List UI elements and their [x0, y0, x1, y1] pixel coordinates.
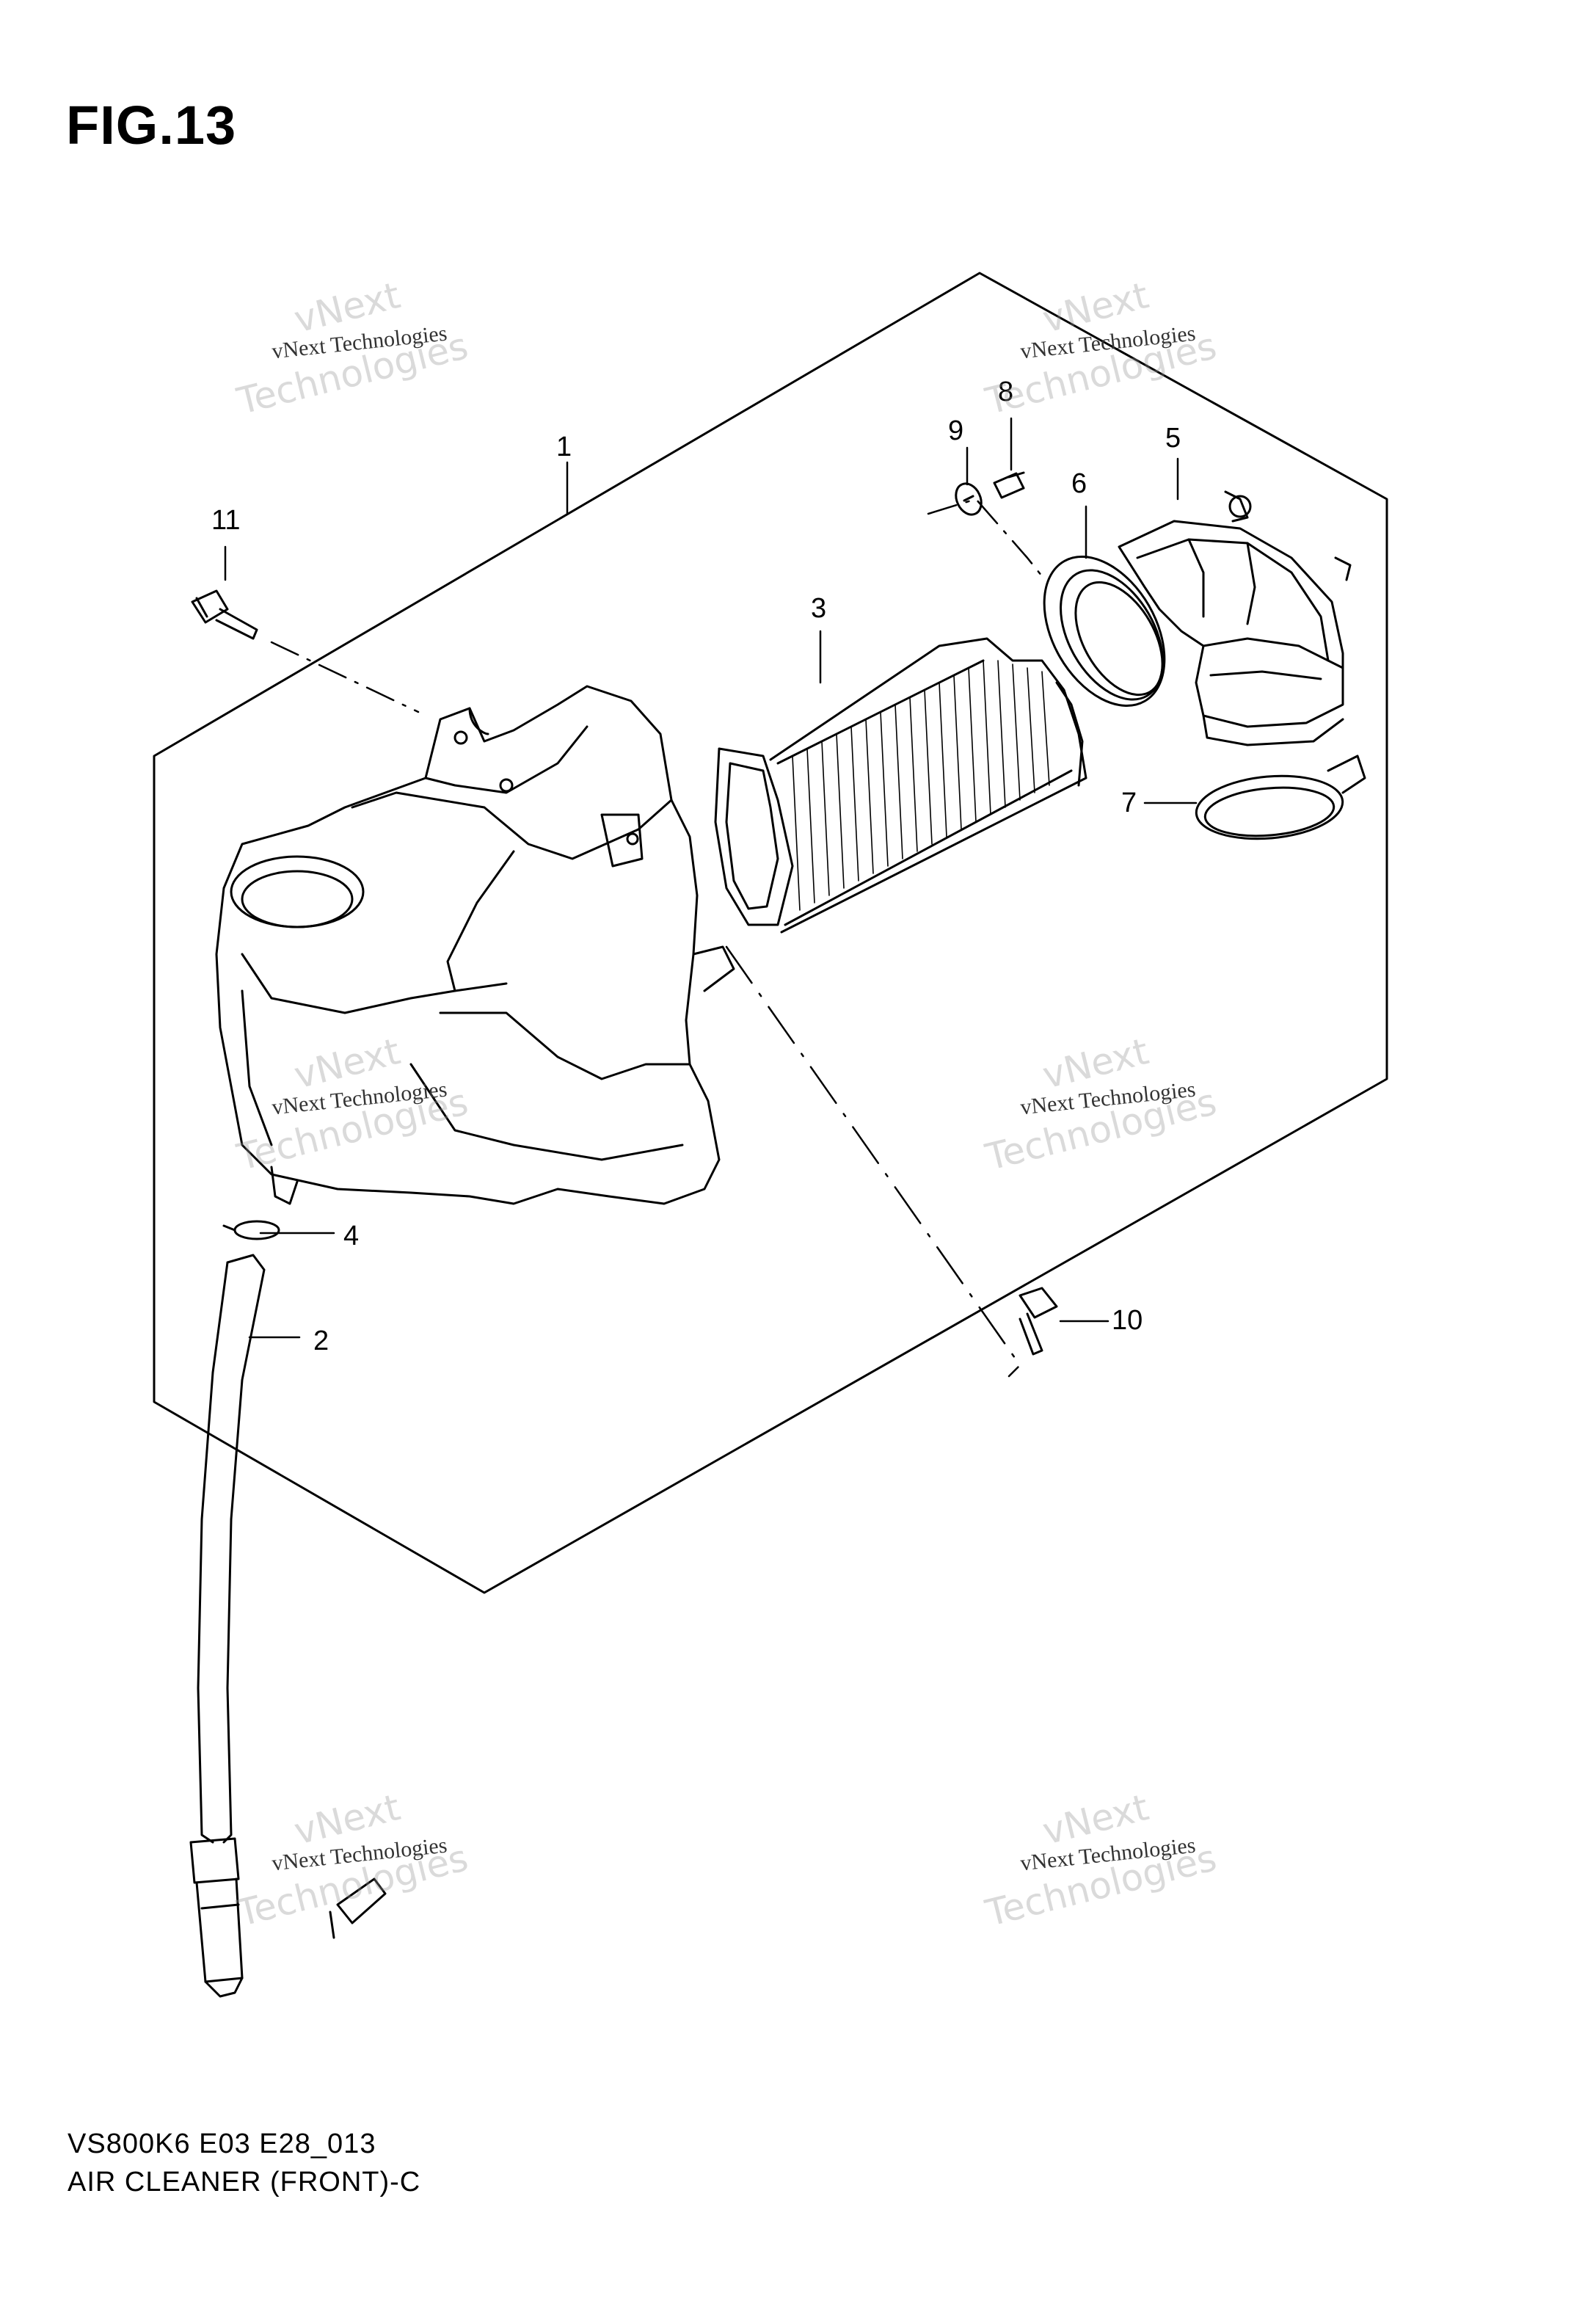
callout-8: 8	[998, 377, 1014, 407]
callout-4: 4	[343, 1221, 360, 1251]
callout-5: 5	[1165, 423, 1181, 454]
callout-2: 2	[313, 1326, 329, 1356]
screw-10	[1019, 1287, 1058, 1356]
assembly-boundary	[153, 272, 1388, 1594]
callout-10: 10	[1112, 1305, 1143, 1336]
clamp-band	[1195, 755, 1366, 840]
bolt-8	[993, 471, 1025, 499]
washer-9	[955, 482, 983, 516]
callout-1: 1	[556, 432, 572, 462]
clip-4	[222, 1220, 280, 1240]
seal-ring	[1043, 556, 1166, 707]
air-filter-element	[714, 637, 1087, 934]
callout-6: 6	[1071, 468, 1087, 499]
callout-7: 7	[1121, 788, 1137, 818]
drain-hose	[189, 1254, 387, 1998]
callout-3: 3	[811, 593, 827, 624]
callout-9: 9	[948, 415, 964, 446]
outlet-elbow-duct	[1118, 490, 1352, 746]
air-cleaner-case	[215, 685, 735, 1205]
leader-lines	[224, 417, 1198, 1378]
diagram-code: VS800K6 E03 E28_013	[68, 2129, 376, 2159]
screw-11	[191, 589, 258, 640]
diagram-caption: AIR CLEANER (FRONT)-C	[68, 2167, 421, 2198]
callout-11: 11	[211, 505, 241, 536]
figure-title: FIG.13	[66, 95, 237, 156]
